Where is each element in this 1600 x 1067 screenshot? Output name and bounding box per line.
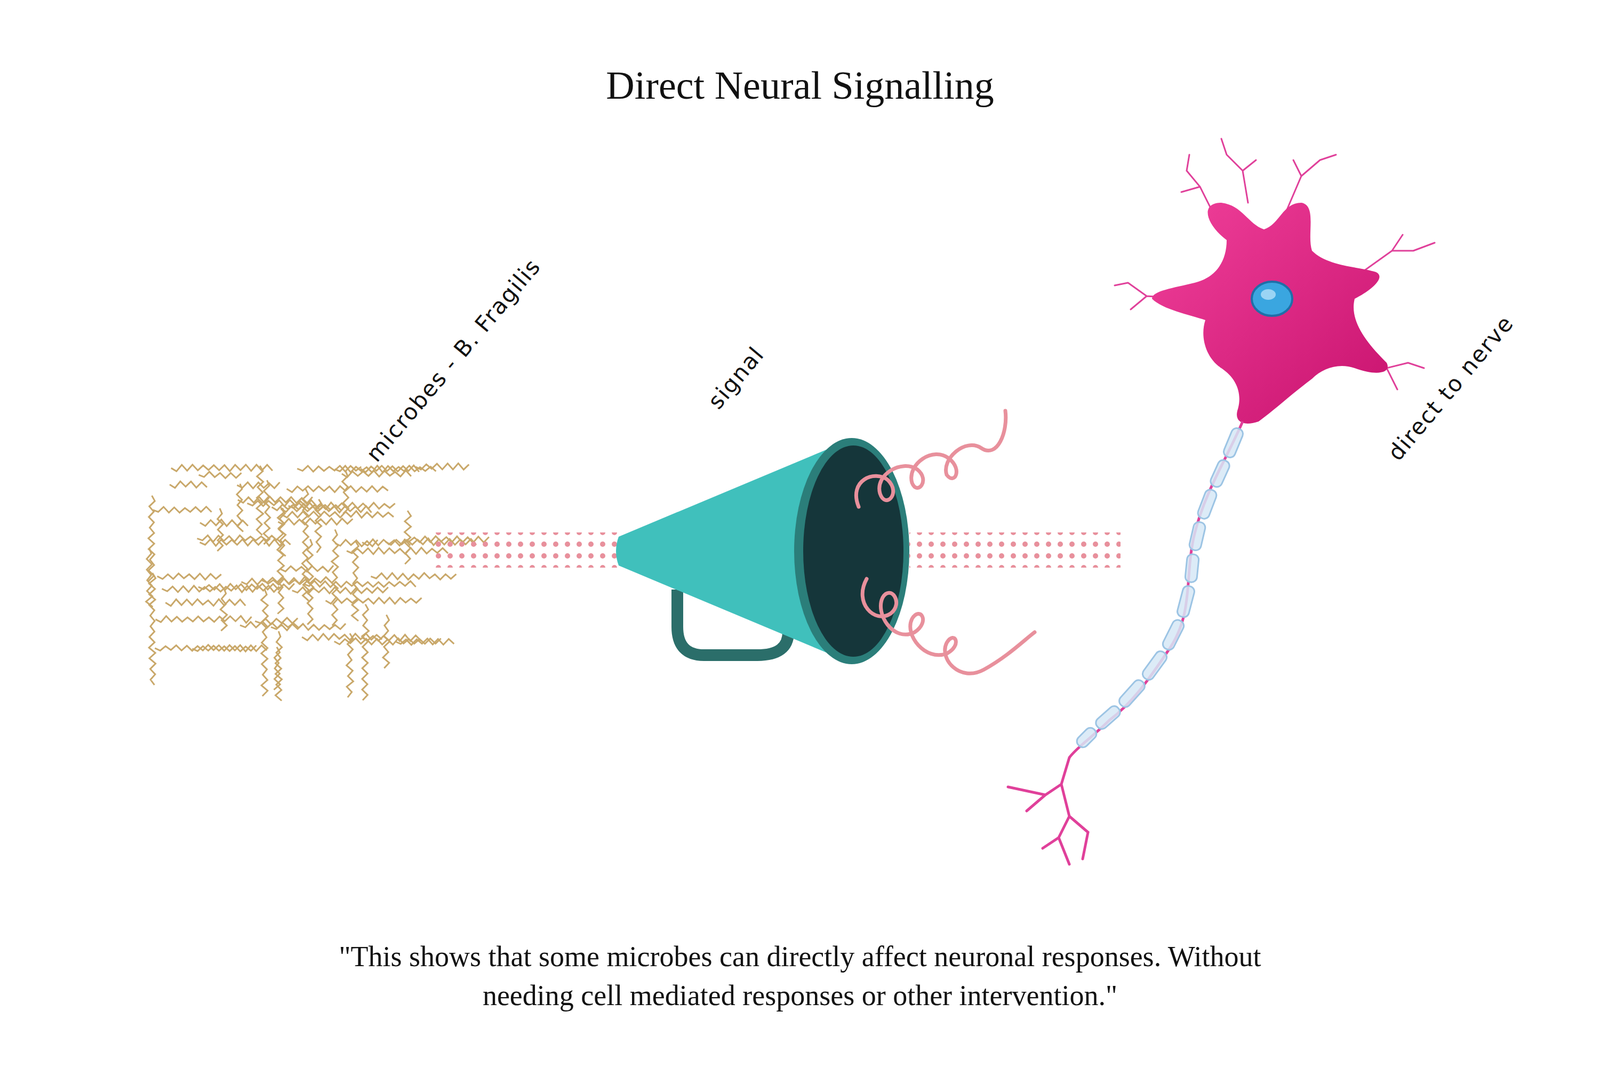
microbe-strand: [237, 482, 280, 489]
microbe-strand: [281, 510, 394, 518]
microbe-strand: [155, 616, 252, 623]
myelin-segment: [1140, 649, 1169, 682]
microbe-strand: [154, 644, 267, 652]
sound-curls: [856, 410, 1035, 674]
myelin-segment: [1161, 618, 1186, 652]
diagram-caption: "This shows that some microbes can direc…: [293, 937, 1307, 1015]
megaphone: [616, 437, 910, 664]
microbe-strand: [240, 621, 299, 629]
microbe-strand: [192, 645, 257, 652]
microbe-strand: [382, 614, 390, 668]
microbe-strand: [334, 539, 378, 547]
myelin-segment: [1188, 520, 1207, 551]
myelin-segment: [1209, 458, 1232, 489]
microbe-strand: [263, 480, 270, 544]
microbe-strand: [352, 540, 359, 621]
microbe-strand: [334, 465, 436, 473]
myelin-segment: [1196, 488, 1219, 520]
microbe-strand: [198, 471, 242, 478]
microbe-strand: [171, 464, 273, 472]
microbe-strand: [247, 499, 317, 507]
signal-label: signal: [702, 341, 770, 414]
microbe-strand: [169, 481, 207, 488]
microbe-label: microbes - B. Fragilis: [361, 253, 547, 467]
myelin-segment: [1176, 584, 1196, 619]
microbe-strand: [286, 485, 389, 492]
microbe-strand: [200, 519, 248, 526]
signal-dots-right: [909, 532, 1121, 568]
microbe-strand: [301, 633, 382, 641]
microbe-strand: [165, 598, 246, 606]
microbe-strand: [148, 495, 155, 581]
microbe-strand: [261, 589, 269, 696]
microbe-strand: [261, 576, 332, 584]
microbe-strand: [404, 510, 412, 564]
microbe-strand: [292, 587, 389, 594]
myelin-segment: [1116, 677, 1147, 710]
myelin-segment: [1074, 725, 1099, 750]
microbe-strand: [153, 506, 212, 513]
nerve-label: direct to nerve: [1382, 309, 1519, 466]
microbe-strand: [197, 535, 278, 542]
microbe-strand: [217, 508, 224, 551]
signal-dots-left: [429, 532, 618, 568]
myelin-segment: [1093, 703, 1123, 731]
microbe-strand: [362, 604, 370, 701]
microbe-strand: [315, 499, 323, 553]
microbe-strand: [275, 630, 283, 701]
microbe-strand: [237, 496, 313, 503]
microbe-strand: [325, 597, 422, 604]
microbe-strand: [270, 623, 346, 631]
microbe-strand: [342, 470, 349, 514]
myelin-segment: [1184, 553, 1199, 583]
microbe-strand: [370, 572, 456, 580]
diagram-title: Direct Neural Signalling: [605, 62, 994, 109]
microbe-strand: [148, 572, 156, 685]
microbe-strand: [415, 463, 469, 470]
myelin-segment: [1221, 426, 1245, 459]
microbe-strand: [395, 638, 454, 645]
microbe-strand: [346, 633, 354, 698]
microbe-strand: [157, 573, 222, 580]
microbe-strand: [220, 587, 227, 631]
neuron: [1008, 138, 1435, 864]
microbe-cluster: [146, 463, 490, 701]
microbe-strand: [162, 585, 280, 592]
